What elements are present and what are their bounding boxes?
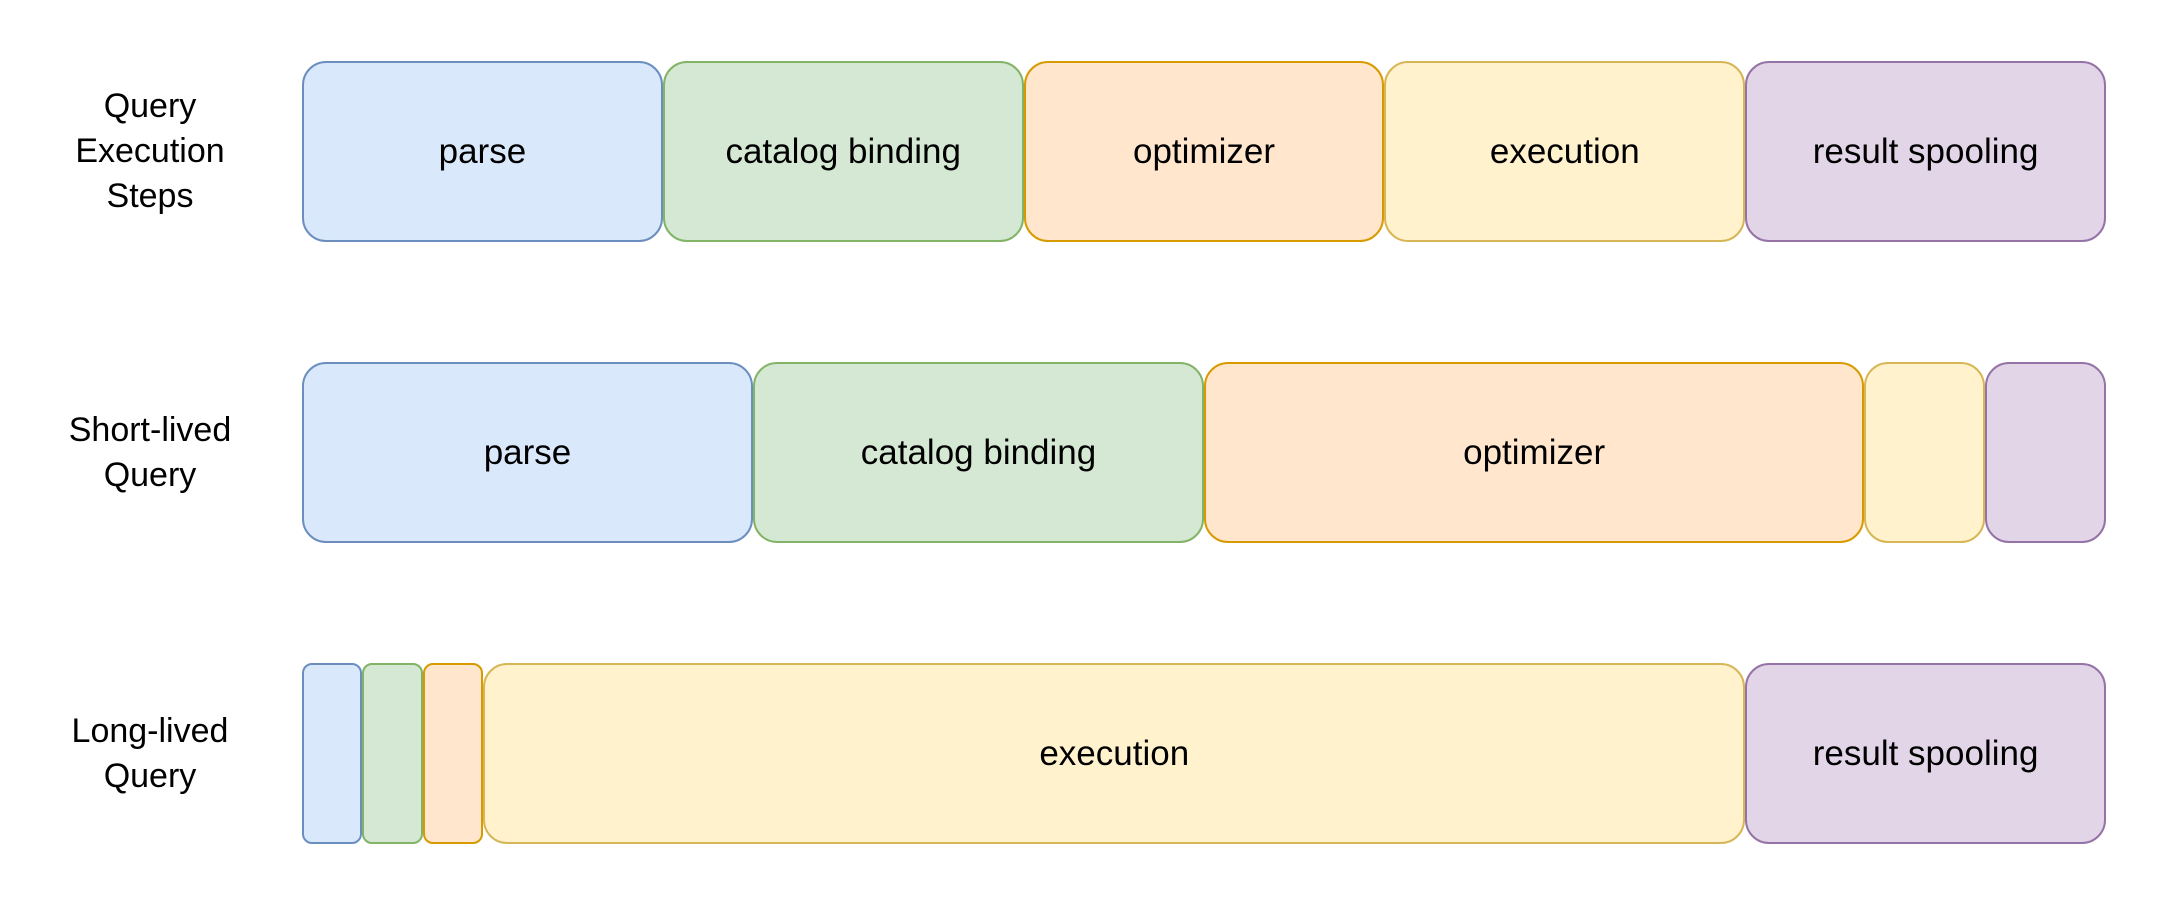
row-label-line: Query <box>103 455 197 494</box>
segment-optimizer: optimizer <box>1023 61 1385 242</box>
row-label-line: Steps <box>106 177 194 215</box>
segment-optimizer: optimizer <box>1204 362 1865 543</box>
segment-parse: parse <box>302 61 663 242</box>
segment-parse: parse <box>302 362 753 543</box>
segment-execution <box>1864 362 1986 543</box>
row-label-line: Query <box>103 756 197 795</box>
segment-result-spooling: result spooling <box>1745 663 2106 844</box>
segment-catalog-binding <box>362 663 423 844</box>
track-short-lived-query: parse catalog binding optimizer <box>302 362 2106 543</box>
segment-parse <box>302 663 363 844</box>
segment-result-spooling: result spooling <box>1745 61 2106 242</box>
segment-execution: execution <box>1384 61 1746 242</box>
segment-execution: execution <box>483 663 1746 844</box>
segment-catalog-binding: catalog binding <box>753 362 1204 543</box>
row-label-short-lived-query: Short-lived Query <box>30 362 270 543</box>
row-label-long-lived-query: Long-lived Query <box>30 663 270 844</box>
row-label-line: Execution <box>75 132 225 170</box>
row-label-line: Short-lived <box>68 410 232 449</box>
segment-optimizer <box>422 663 484 844</box>
row-label-line: Query <box>103 87 197 125</box>
segment-result-spooling <box>1985 362 2106 543</box>
segment-catalog-binding: catalog binding <box>662 61 1024 242</box>
track-query-execution-steps: parse catalog binding optimizer executio… <box>302 61 2106 242</box>
track-long-lived-query: execution result spooling <box>302 663 2106 844</box>
row-label-line: Long-lived <box>71 711 229 750</box>
row-label-query-execution-steps: Query Execution Steps <box>30 61 270 242</box>
